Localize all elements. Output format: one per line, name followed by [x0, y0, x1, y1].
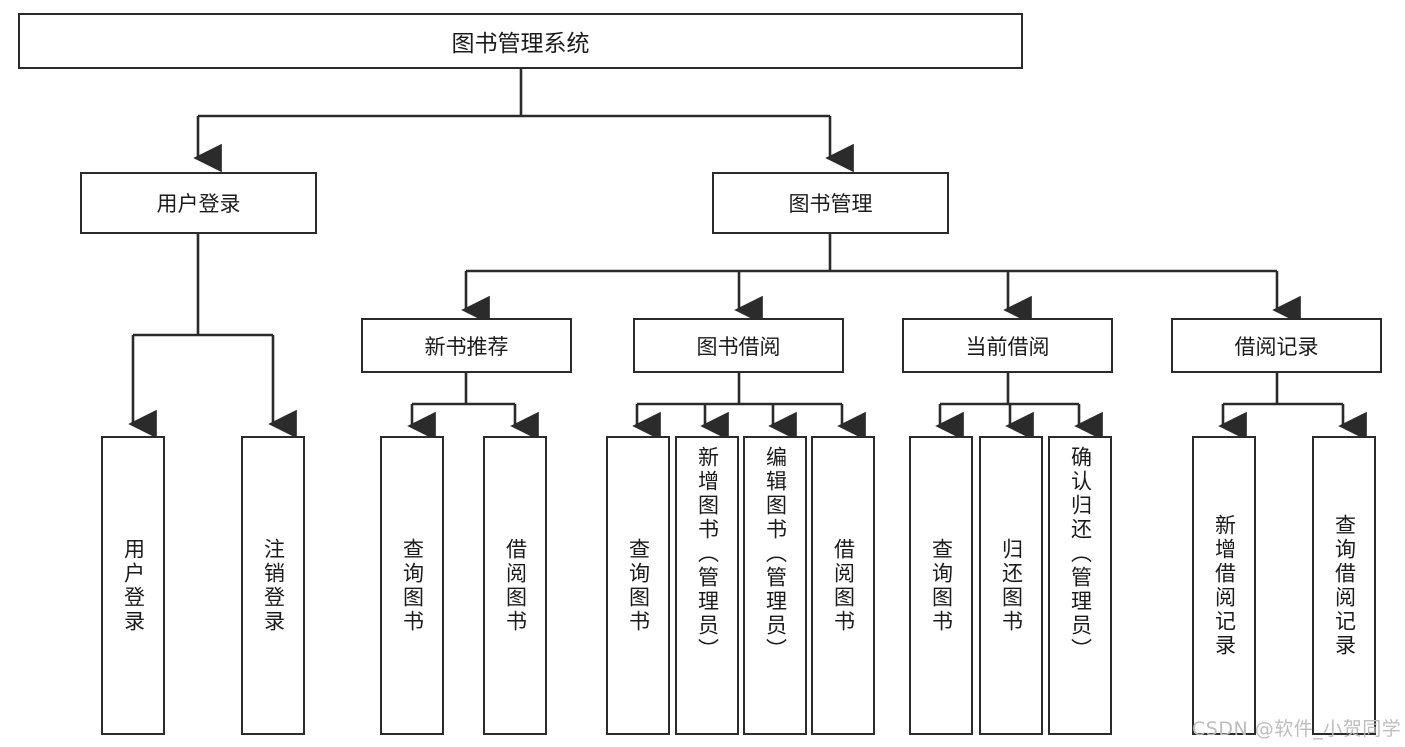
leaf-query-record[interactable]: 查询借阅记录 — [1312, 436, 1376, 735]
leaf-label: 查询图书 — [929, 537, 954, 634]
csdn-watermark: CSDN @软件_小贺同学 — [1192, 718, 1402, 740]
leaf-label: 借阅图书 — [503, 537, 528, 634]
leaf-edit-book[interactable]: 编辑图书（管理员） — [743, 436, 807, 735]
node-new-book-recommend[interactable]: 新书推荐 — [361, 318, 572, 373]
leaf-borrow-book-1[interactable]: 借阅图书 — [483, 436, 547, 735]
node-label: 用户登录 — [156, 192, 241, 216]
leaf-label: 新增借阅记录 — [1212, 513, 1237, 658]
node-label: 借阅记录 — [1234, 334, 1319, 359]
leaf-label: 新增图书（管理员） — [695, 446, 720, 662]
node-book-borrow[interactable]: 图书借阅 — [633, 318, 844, 373]
leaf-label: 查询借阅记录 — [1332, 513, 1357, 658]
leaf-add-record[interactable]: 新增借阅记录 — [1192, 436, 1256, 735]
node-label: 图书管理系统 — [451, 31, 590, 57]
node-label: 图书借阅 — [696, 334, 781, 359]
leaf-query-book-2[interactable]: 查询图书 — [606, 436, 670, 735]
node-borrow-record[interactable]: 借阅记录 — [1171, 318, 1382, 373]
node-book-manage[interactable]: 图书管理 — [712, 172, 949, 234]
leaf-query-book-1[interactable]: 查询图书 — [380, 436, 444, 735]
node-label: 当前借阅 — [965, 334, 1050, 359]
leaf-label: 归还图书 — [999, 537, 1024, 634]
leaf-confirm-return[interactable]: 确认归还（管理员） — [1048, 436, 1112, 735]
leaf-logout-login[interactable]: 注销登录 — [241, 436, 305, 735]
leaf-return-book[interactable]: 归还图书 — [979, 436, 1043, 735]
leaf-label: 用户登录 — [121, 537, 146, 634]
node-label: 图书管理 — [788, 192, 873, 216]
node-user-login[interactable]: 用户登录 — [80, 172, 317, 234]
leaf-query-book-3[interactable]: 查询图书 — [909, 436, 973, 735]
leaf-label: 编辑图书（管理员） — [763, 446, 788, 662]
leaf-label: 注销登录 — [261, 537, 286, 634]
node-current-borrow[interactable]: 当前借阅 — [902, 318, 1113, 373]
leaf-label: 查询图书 — [400, 537, 425, 634]
leaf-add-book[interactable]: 新增图书（管理员） — [675, 436, 739, 735]
leaf-user-login[interactable]: 用户登录 — [101, 436, 165, 735]
leaf-borrow-book-2[interactable]: 借阅图书 — [811, 436, 875, 735]
node-book-management-system[interactable]: 图书管理系统 — [18, 13, 1023, 69]
leaf-label: 借阅图书 — [831, 537, 856, 634]
leaf-label: 确认归还（管理员） — [1068, 446, 1093, 662]
node-label: 新书推荐 — [424, 334, 509, 359]
leaf-label: 查询图书 — [626, 537, 651, 634]
